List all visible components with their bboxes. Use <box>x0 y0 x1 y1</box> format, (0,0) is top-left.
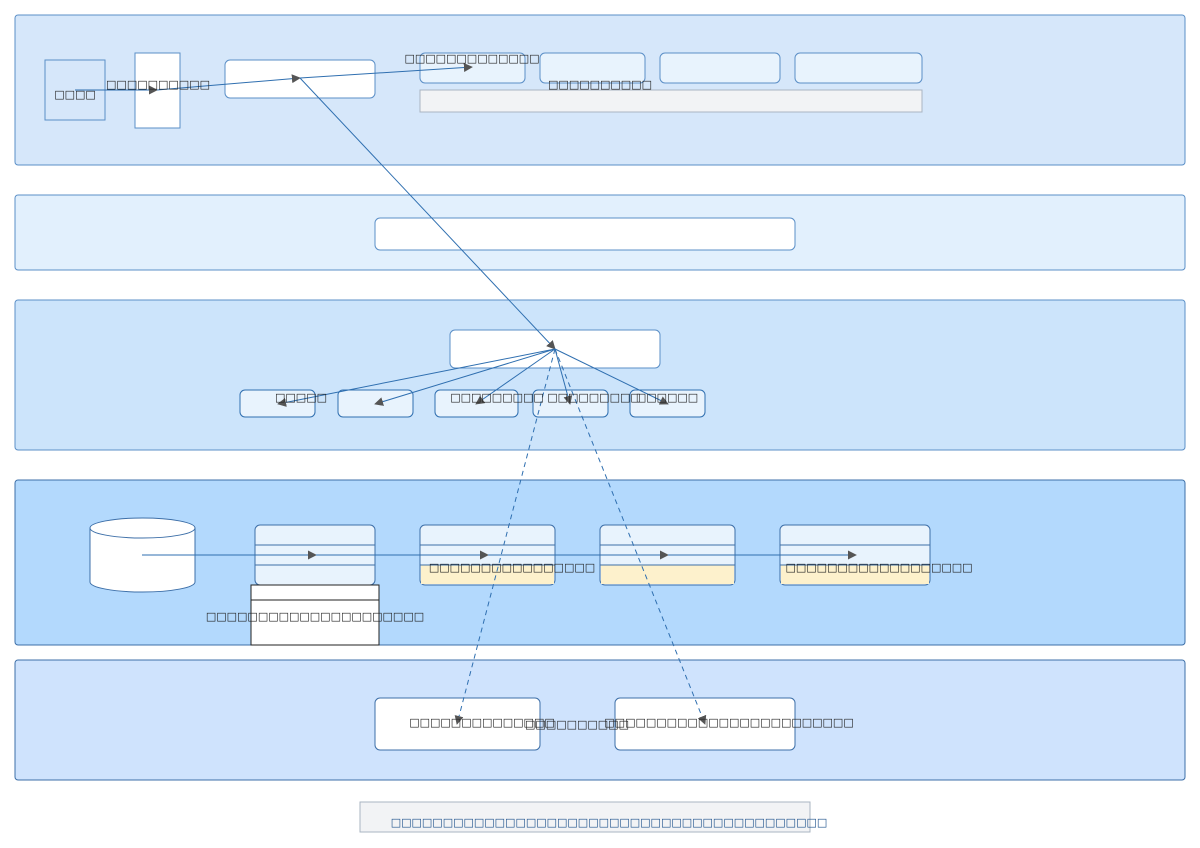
edge-core-to-output-left <box>454 348 556 725</box>
between-outputs-label: □□□□□□□□□□ <box>525 718 629 731</box>
popup-label: □□□□□□□□□□□□□□□□□□□□□ <box>206 610 424 623</box>
footer-note-box <box>359 801 811 833</box>
gateway-node[interactable] <box>224 59 376 99</box>
module-3-label: □□□□□□□□□ <box>450 391 544 404</box>
edge-core-to-module-5 <box>554 348 669 405</box>
edge-gateway-to-service <box>299 63 473 79</box>
database-cylinder[interactable] <box>89 517 196 593</box>
edge-connector-to-gateway <box>156 74 301 91</box>
module-4-label: □□□□□□□□□ <box>547 391 641 404</box>
layer-band-3 <box>14 299 1186 451</box>
layer-band-5 <box>14 659 1186 781</box>
middleware-node[interactable] <box>374 217 796 251</box>
table-4-label: □□□□□□□□□□□□□□□□□□ <box>785 561 972 574</box>
service-node-3[interactable] <box>659 52 781 84</box>
output-left-label: □□□□□□□□□□□□□□ <box>409 716 555 729</box>
module-5-label: □□□□□□ <box>636 391 698 404</box>
edge-gateway-to-core <box>299 77 556 350</box>
service-group-caption: □□□□□□□□□□ <box>548 78 652 91</box>
output-right-label: □□□□□□□□□□□□□□□□□□□□□□□□ <box>604 716 853 729</box>
module-1-label: □□□□□ <box>275 391 327 404</box>
table-2-label: □□□□□□□□□□□□□□□□ <box>429 561 595 574</box>
table-detail-popup[interactable] <box>250 584 380 646</box>
service-group-bar <box>419 89 923 113</box>
edge-core-to-module-2 <box>374 348 556 406</box>
edge-core-to-module-3 <box>475 348 556 405</box>
link-label: □□□□□□□□□□ <box>106 78 210 91</box>
service-node-2[interactable] <box>539 52 646 84</box>
service-node-4[interactable] <box>794 52 923 84</box>
start-node-label: □□□□ <box>54 88 96 101</box>
edge-core-to-module-4 <box>554 348 573 405</box>
edge-core-to-module-1 <box>277 348 556 407</box>
edge-core-to-output-right <box>554 348 707 725</box>
service-top-label: □□□□□□□□□□□□□ <box>404 52 539 65</box>
footer-note: □□□□□□□□□□□□□□□□□□□□□□□□□□□□□□□□□□□□□□□□… <box>391 816 828 829</box>
